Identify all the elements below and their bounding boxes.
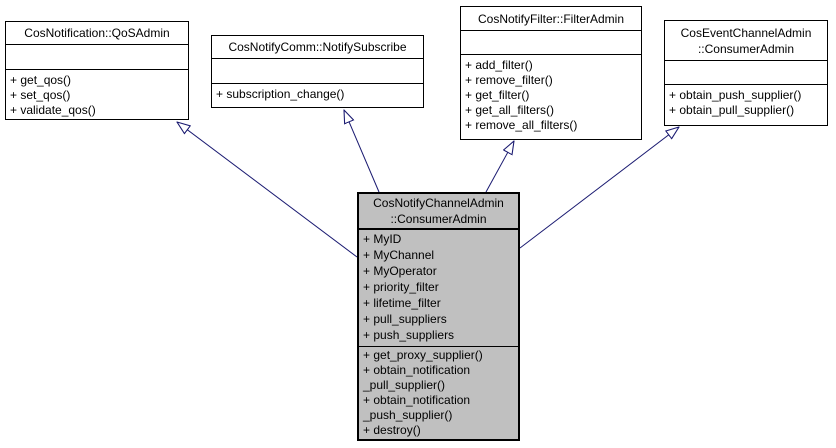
inheritance-arrow-to-qosadmin: [177, 122, 358, 258]
class-attributes: + MyID + MyChannel + MyOperator + priori…: [359, 230, 518, 346]
inheritance-arrow-to-filteradmin: [485, 141, 514, 193]
attribute-label: + priority_filter: [363, 280, 439, 294]
class-methods: + add_filter() + remove_filter() + get_f…: [461, 54, 641, 139]
method-label: + get_all_filters(): [465, 103, 555, 117]
method-label: + obtain_notification: [363, 393, 471, 407]
class-title-line: CosNotifyComm::NotifySubscribe: [228, 40, 407, 54]
method-label: _push_supplier(): [363, 408, 453, 422]
class-title-line: CosNotification::QoSAdmin: [24, 26, 170, 40]
attribute-label: + pull_suppliers: [363, 312, 447, 326]
class-attributes-empty: [6, 44, 188, 69]
method-label: + set_qos(): [10, 88, 71, 102]
class-title: CosNotification::QoSAdmin: [6, 22, 188, 44]
class-title: CosNotifyComm::NotifySubscribe: [212, 36, 423, 58]
class-title: CosNotifyFilter::FilterAdmin: [461, 7, 641, 30]
class-title: CosEventChannelAdmin ::ConsumerAdmin: [665, 21, 827, 60]
attribute-label: + lifetime_filter: [363, 296, 441, 310]
method-label: + remove_filter(): [465, 73, 553, 87]
class-box-cosnotifyfilter-filteradmin[interactable]: CosNotifyFilter::FilterAdmin + add_filte…: [460, 6, 642, 140]
class-attributes-empty: [461, 30, 641, 54]
class-methods: + get_qos() + set_qos() + validate_qos(): [6, 69, 188, 119]
method-label: + get_proxy_supplier(): [363, 348, 483, 362]
method-label: + destroy(): [363, 423, 421, 437]
method-label: + remove_all_filters(): [465, 118, 578, 132]
class-box-cosnotification-qosadmin[interactable]: CosNotification::QoSAdmin + get_qos() + …: [5, 21, 189, 120]
method-label: + validate_qos(): [10, 103, 96, 117]
class-methods: + get_proxy_supplier() + obtain_notifica…: [359, 346, 518, 439]
attribute-label: + push_suppliers: [363, 328, 455, 342]
class-methods: + subscription_change(): [212, 83, 423, 107]
attribute-label: + MyOperator: [363, 264, 437, 278]
method-label: + add_filter(): [465, 58, 533, 72]
method-label: _pull_supplier(): [363, 378, 446, 392]
class-title-line: ::ConsumerAdmin: [390, 212, 487, 226]
class-title-line: CosEventChannelAdmin: [680, 25, 812, 40]
class-title-line: CosNotifyFilter::FilterAdmin: [477, 11, 625, 26]
class-box-coseventchanneladmin-consumeradmin[interactable]: CosEventChannelAdmin ::ConsumerAdmin + o…: [664, 20, 828, 126]
method-label: + obtain_push_supplier(): [669, 88, 802, 102]
method-label: + get_filter(): [465, 88, 530, 102]
class-title-line: ::ConsumerAdmin: [697, 41, 795, 56]
class-methods: + obtain_push_supplier() + obtain_pull_s…: [665, 84, 827, 125]
class-title: CosNotifyChannelAdmin ::ConsumerAdmin: [359, 194, 518, 230]
attribute-label: + MyChannel: [363, 248, 435, 262]
class-title-line: CosNotifyChannelAdmin: [373, 196, 504, 210]
class-attributes-empty: [665, 60, 827, 84]
method-label: + obtain_pull_supplier(): [669, 103, 795, 117]
method-label: + subscription_change(): [216, 87, 345, 101]
attribute-label: + MyID: [363, 232, 402, 246]
inheritance-arrow-to-eventchanneladmin: [519, 127, 679, 249]
class-box-cosnotifycomm-notifysubscribe[interactable]: CosNotifyComm::NotifySubscribe + subscri…: [211, 35, 424, 108]
method-label: + obtain_notification: [363, 363, 471, 377]
inheritance-arrow-to-notifysubscribe: [344, 110, 380, 193]
class-attributes-empty: [212, 58, 423, 83]
method-label: + get_qos(): [10, 73, 72, 87]
class-box-cosnotifychanneladmin-consumeradmin[interactable]: CosNotifyChannelAdmin ::ConsumerAdmin + …: [357, 192, 520, 441]
